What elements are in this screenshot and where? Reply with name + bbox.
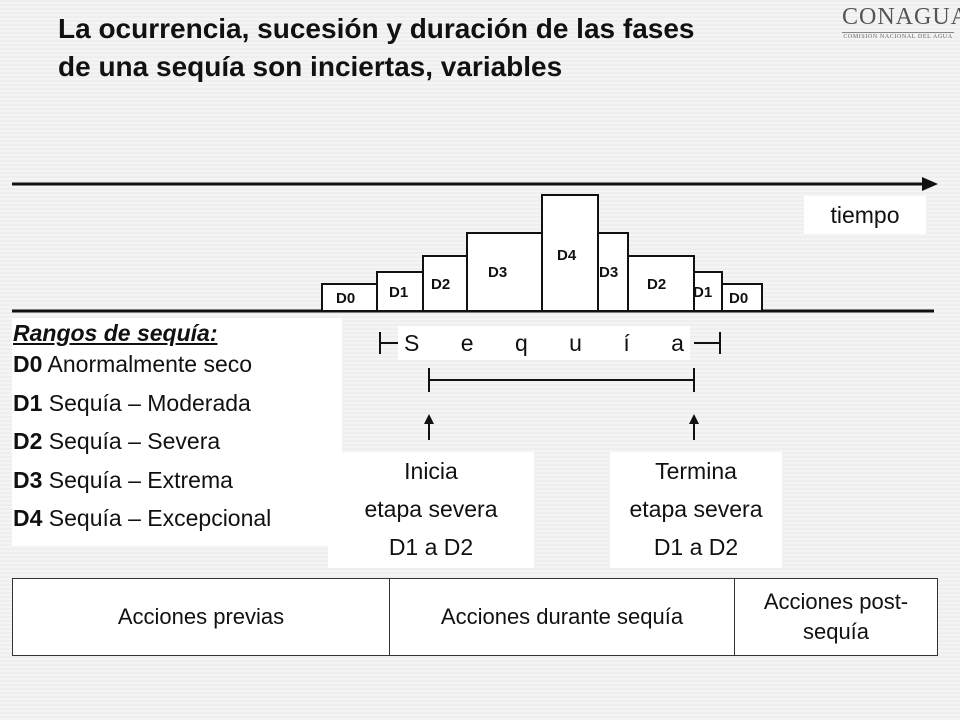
- range-item-d2: D2 Sequía – Severa: [13, 422, 342, 461]
- note-line: etapa severa: [364, 496, 498, 522]
- cell-line: sequía: [802, 619, 870, 644]
- range-desc: Anormalmente seco: [47, 351, 253, 377]
- ranges-heading: Rangos de sequía:: [13, 320, 218, 346]
- severe-stage-start-note: Inicia etapa severa D1 a D2: [328, 452, 534, 568]
- sequia-letter: e: [460, 330, 474, 356]
- end-arrow-icon: [689, 414, 699, 424]
- block-d1-start: [376, 271, 424, 312]
- range-code: D4: [13, 505, 43, 531]
- note-line: D1 a D2: [653, 534, 739, 560]
- table-row: Acciones previas Acciones durante sequía…: [12, 578, 938, 656]
- sequia-letter: í: [623, 330, 630, 356]
- actions-post-cell: Acciones post- sequía: [734, 578, 938, 656]
- sequia-letter: a: [671, 330, 684, 356]
- range-item-d0: D0 Anormalmente seco: [13, 345, 342, 384]
- block-d3-start: [466, 232, 543, 312]
- drought-ranges-legend: Rangos de sequía: D0 Anormalmente seco D…: [12, 318, 342, 546]
- start-arrow-icon: [424, 414, 434, 424]
- cell-line: Acciones post-: [763, 589, 909, 614]
- block-d0-start: [321, 283, 378, 312]
- conagua-logo: CONAGUA COMISIÓN NACIONAL DEL AGUA: [842, 4, 960, 40]
- range-desc: Sequía – Moderada: [48, 389, 251, 416]
- range-code: D3: [13, 466, 43, 493]
- note-line: Termina: [655, 458, 737, 484]
- block-label: D2: [647, 276, 666, 293]
- block-label: D1: [389, 284, 408, 301]
- sequia-letter: S: [404, 330, 420, 356]
- time-axis-arrowhead: [922, 177, 938, 191]
- note-line: Inicia: [404, 458, 458, 484]
- range-item-d1: D1 Sequía – Moderada: [13, 384, 342, 423]
- title-line-2: de una sequía son inciertas, variables: [58, 51, 563, 82]
- slide-title: La ocurrencia, sucesión y duración de la…: [58, 10, 798, 86]
- range-code: D2: [13, 428, 43, 454]
- time-label: tiempo: [804, 196, 926, 234]
- range-item-d4: D4 Sequía – Excepcional: [13, 499, 342, 538]
- block-d1-end: [693, 271, 723, 312]
- actions-table: Acciones previas Acciones durante sequía…: [12, 578, 938, 656]
- block-label: D2: [431, 276, 450, 293]
- block-label: D0: [336, 290, 355, 307]
- block-label: D1: [693, 284, 712, 301]
- block-d0-end: [721, 283, 763, 312]
- actions-prior-cell: Acciones previas: [12, 578, 390, 656]
- range-desc: Sequía – Extrema: [48, 466, 233, 493]
- sequia-span-label: S e q u í a: [398, 326, 690, 360]
- range-code: D0: [13, 351, 43, 377]
- range-item-d3: D3 Sequía – Extrema: [13, 461, 342, 500]
- range-code: D1: [13, 389, 43, 416]
- sequia-letter: q: [514, 330, 528, 356]
- note-line: D1 a D2: [388, 534, 474, 560]
- block-label: D3: [599, 264, 618, 281]
- range-desc: Sequía – Severa: [48, 428, 221, 454]
- logo-subtitle: COMISIÓN NACIONAL DEL AGUA: [842, 32, 954, 40]
- actions-during-cell: Acciones durante sequía: [389, 578, 735, 656]
- block-label: D0: [729, 290, 748, 307]
- sequia-letter: u: [569, 330, 582, 356]
- range-desc: Sequía – Excepcional: [48, 505, 272, 531]
- logo-wordmark: CONAGUA: [842, 4, 960, 30]
- severe-stage-end-note: Termina etapa severa D1 a D2: [610, 452, 782, 568]
- block-label: D3: [488, 264, 507, 281]
- block-label: D4: [557, 247, 577, 264]
- title-line-1: La ocurrencia, sucesión y duración de la…: [58, 13, 695, 44]
- note-line: etapa severa: [629, 496, 763, 522]
